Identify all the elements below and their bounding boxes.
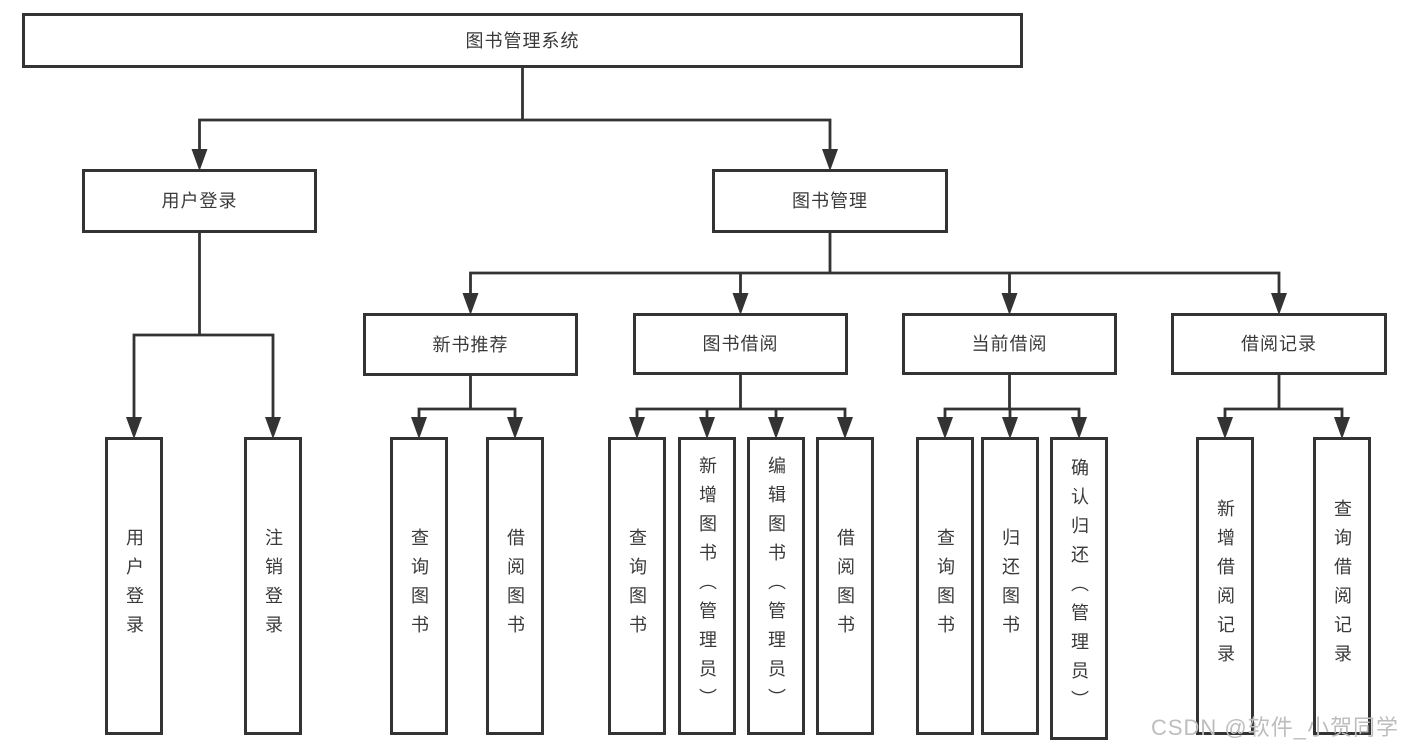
node-bb-edit: 编辑图书（管理员） (747, 437, 805, 735)
arrow-head (126, 417, 142, 439)
node-label-bb-add: 新增图书（管理员） (697, 455, 717, 717)
node-label-cb-return: 归还图书 (1000, 528, 1020, 644)
node-label-br-add: 新增借阅记录 (1215, 499, 1235, 673)
node-cb-return: 归还图书 (981, 437, 1039, 735)
node-bb-borrow: 借阅图书 (816, 437, 874, 735)
node-label-bb-edit: 编辑图书（管理员） (766, 455, 786, 717)
connector-book-mgmt (469, 229, 1281, 301)
node-label-book-borrow: 图书借阅 (702, 334, 779, 354)
arrow-head (732, 293, 749, 315)
node-label-bb-borrow: 借阅图书 (835, 528, 855, 644)
node-label-nb-borrow: 借阅图书 (505, 528, 525, 644)
arrow-head (937, 417, 953, 439)
node-bb-query: 查询图书 (608, 437, 666, 735)
node-label-cb-query: 查询图书 (935, 528, 955, 644)
arrow-head (462, 293, 479, 315)
arrow-head (191, 149, 208, 171)
node-new-book: 新书推荐 (363, 313, 578, 376)
csdn-watermark: CSDN @软件_小贺同学 (1150, 715, 1399, 740)
node-label-book-mgmt: 图书管理 (792, 191, 868, 211)
node-current-borrow: 当前借阅 (902, 313, 1117, 375)
node-label-cb-confirm: 确认归还（管理员） (1069, 458, 1089, 719)
arrow-head (822, 149, 838, 171)
connector-new-book (417, 372, 517, 425)
arrow-head (699, 417, 715, 439)
node-cb-confirm: 确认归还（管理员） (1050, 437, 1108, 740)
arrow-head (1001, 293, 1018, 315)
node-borrow-record: 借阅记录 (1171, 313, 1387, 375)
arrow-head (1334, 417, 1350, 439)
node-label-user-login: 用户登录 (161, 191, 238, 211)
connector-borrow-record (1223, 371, 1344, 425)
node-user-login: 用户登录 (82, 169, 317, 233)
node-label-borrow-record: 借阅记录 (1241, 334, 1317, 354)
node-label-nb-query: 查询图书 (409, 528, 429, 644)
arrow-head (507, 417, 523, 439)
node-leaf-logout: 注销登录 (244, 437, 302, 735)
arrow-head (629, 417, 645, 439)
connector-root (198, 64, 832, 157)
node-br-add: 新增借阅记录 (1196, 437, 1254, 735)
arrow-head (837, 417, 853, 439)
arrow-head (1217, 417, 1233, 439)
node-nb-query: 查询图书 (390, 437, 448, 735)
connector-book-borrow (635, 371, 847, 425)
arrow-head (1271, 293, 1287, 315)
node-label-new-book: 新书推荐 (432, 334, 509, 355)
node-label-bb-query: 查询图书 (627, 528, 647, 644)
connector-current-borrow (943, 371, 1081, 425)
arrow-head (265, 417, 281, 439)
node-leaf-login: 用户登录 (105, 437, 163, 735)
arrow-head (411, 417, 427, 439)
node-cb-query: 查询图书 (916, 437, 974, 735)
node-label-current-borrow: 当前借阅 (971, 334, 1048, 354)
node-label-root: 图书管理系统 (465, 30, 580, 51)
connector-user-login (132, 229, 275, 425)
node-bb-add: 新增图书（管理员） (678, 437, 736, 735)
node-book-mgmt: 图书管理 (712, 169, 948, 233)
node-book-borrow: 图书借阅 (633, 313, 848, 375)
node-root: 图书管理系统 (22, 13, 1023, 68)
arrow-head (1002, 417, 1018, 439)
arrow-head (768, 417, 784, 439)
node-label-leaf-login: 用户登录 (124, 528, 144, 644)
arrow-head (1071, 417, 1087, 439)
node-nb-borrow: 借阅图书 (486, 437, 544, 735)
node-br-query: 查询借阅记录 (1313, 437, 1371, 735)
node-label-leaf-logout: 注销登录 (263, 528, 283, 644)
node-label-br-query: 查询借阅记录 (1332, 499, 1352, 673)
